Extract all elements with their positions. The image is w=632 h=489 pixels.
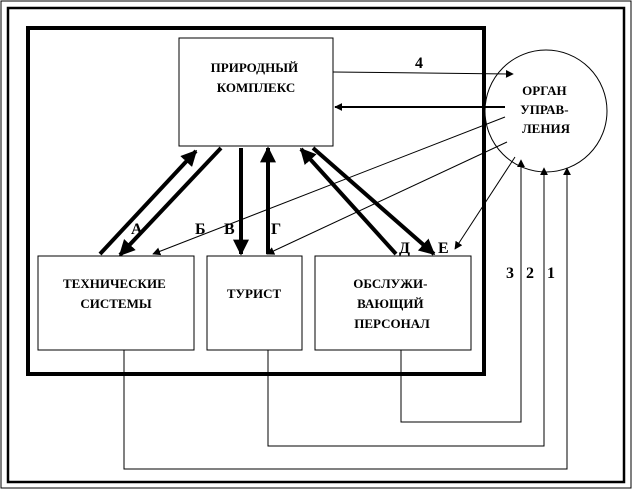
node-nature-box — [178, 37, 334, 147]
node-staff-box — [314, 255, 472, 351]
arrow-d-staff-to-nature — [299, 147, 398, 256]
line-3-staff-to-organ — [400, 159, 525, 423]
arrow-organ-to-tech — [152, 116, 506, 256]
environment-frame — [6, 6, 626, 484]
label-v: В — [224, 221, 235, 238]
system-frame — [26, 26, 486, 376]
label-a: А — [131, 221, 143, 238]
arrow-a-tech-to-nature — [98, 149, 198, 256]
arrow-organ-to-tourist — [266, 141, 508, 255]
feedback-lines — [123, 159, 571, 470]
label-g: Г — [271, 221, 281, 238]
staff-text: ОБСЛУЖИ- ВАЮЩИЙ ПЕРСОНАЛ — [353, 276, 430, 331]
nature-text: ПРИРОДНЫЙ КОМПЛЕКС — [211, 60, 302, 95]
tech-text: ТЕХНИЧЕСКИЕ СИСТЕМЫ — [63, 276, 169, 311]
node-tech-box — [37, 255, 195, 351]
label-d: Д — [399, 240, 410, 257]
label-2: 2 — [526, 265, 534, 282]
line-2-tourist-to-organ — [267, 167, 548, 447]
label-3: 3 — [506, 265, 514, 282]
arrow-b-nature-to-tech — [118, 146, 223, 257]
arrow-e-nature-to-staff — [311, 146, 436, 256]
tourist-text: ТУРИСТ — [227, 286, 282, 301]
label-1: 1 — [547, 265, 555, 282]
line-1-tech-to-organ — [123, 167, 571, 470]
label-4: 4 — [415, 55, 423, 72]
arrows — [98, 69, 516, 257]
label-b: Б — [195, 221, 206, 238]
node-tourist-box — [206, 255, 303, 351]
arrow-organ-to-staff — [454, 156, 516, 250]
arrow-nature-to-organ — [332, 69, 514, 78]
label-e: Е — [438, 240, 449, 257]
organ-text: ОРГАН УПРАВ- ЛЕНИЯ — [520, 83, 572, 136]
